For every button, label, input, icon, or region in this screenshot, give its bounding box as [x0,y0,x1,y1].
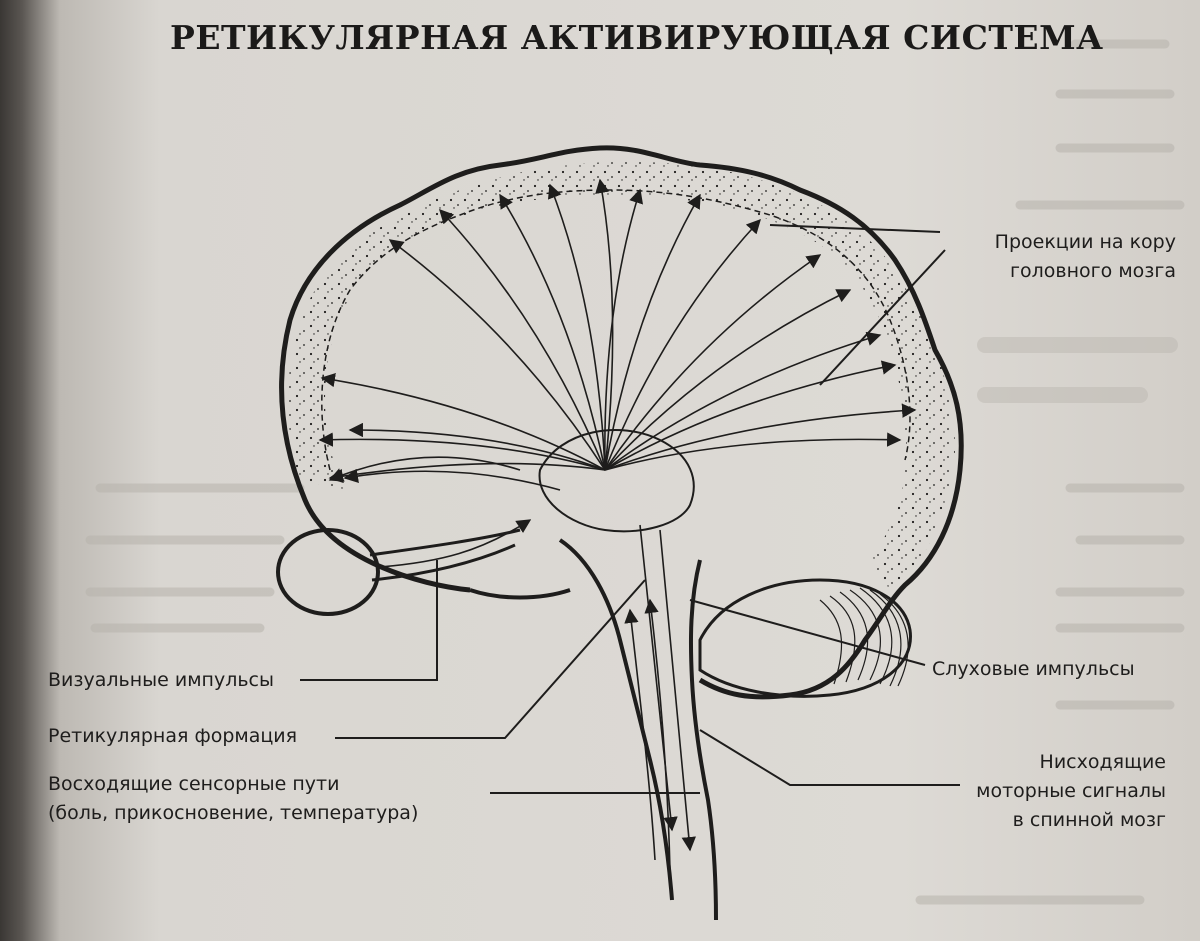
projection-arrow [604,360,897,471]
label-cortex-projections-line1: Проекции на кору [994,231,1176,253]
projection-arrow [604,432,902,471]
label-descending-signals-line3: в спинной мозг [1012,809,1166,831]
spinal-tracts [624,524,696,871]
projection-arrow [388,239,606,471]
projection-arrow [499,193,606,471]
eye [276,528,380,616]
projection-arrow [604,218,761,471]
label-descending-signals-line1: Нисходящие [1039,751,1166,773]
cortex-projection-arrows [318,178,917,491]
cortex-stipple [288,161,955,590]
label-reticular-formation: Ретикулярная формация [48,725,298,747]
projection-arrow [318,432,606,471]
projection-arrow [320,372,606,471]
projection-arrow [343,468,561,491]
projection-arrow [604,254,822,471]
label-auditory-impulses: Слуховые импульсы [932,658,1135,680]
projection-arrow [604,289,852,471]
label-ascending-paths: Восходящие сенсорные пути (боль, прикосн… [48,770,418,828]
leader-lines [300,224,960,794]
label-ascending-paths-line1: Восходящие сенсорные пути [48,773,340,795]
projection-arrow [348,422,606,471]
label-descending-signals: Нисходящие моторные сигналы в спинной мо… [900,748,1166,835]
label-visual-impulses: Визуальные импульсы [48,669,275,691]
label-descending-signals-line2: моторные сигналы [976,780,1166,802]
projection-arrow [604,403,917,471]
label-cortex-projections: Проекции на кору головного мозга [930,228,1176,286]
visual-pathway-arrow [379,519,532,568]
projection-arrow [547,183,606,471]
cerebellum-outline [698,578,912,698]
projection-arrow [604,188,644,471]
cerebellum-folds [819,587,909,687]
projection-arrow [604,193,701,471]
projection-arrow [328,462,606,484]
projection-arrow [604,331,882,471]
label-ascending-paths-line2: (боль, прикосновение, температура) [48,802,419,824]
brainstem-outline [558,538,718,921]
label-cortex-projections-line2: головного мозга [1010,260,1176,282]
diagram-title: РЕТИКУЛЯРНАЯ АКТИВИРУЮЩАЯ СИСТЕМА [170,18,1104,57]
projection-arrow [439,208,606,471]
